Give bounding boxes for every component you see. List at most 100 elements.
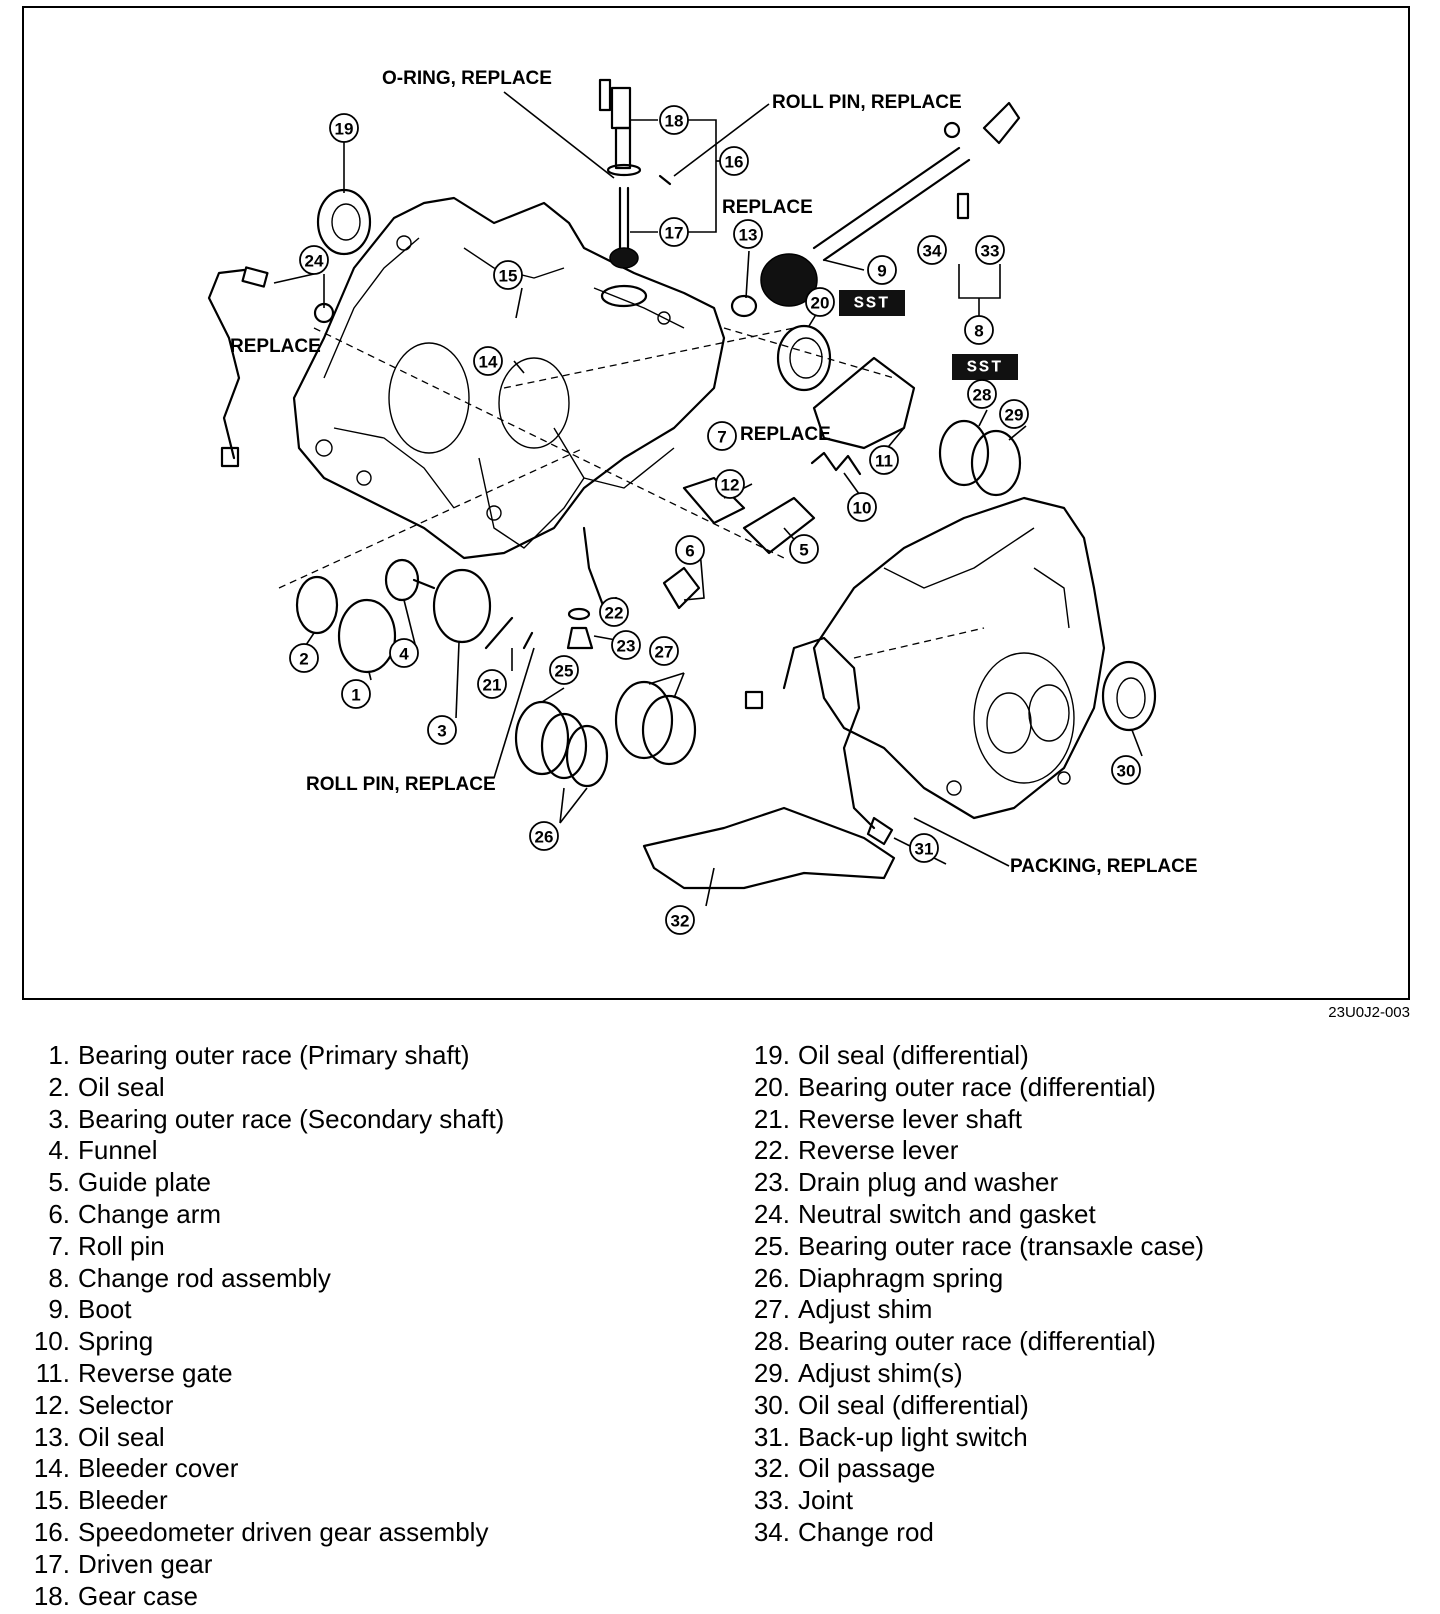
callout-23: 23 (611, 630, 641, 660)
callout-circle-10 (847, 492, 877, 522)
legend-item: 7.Roll pin (22, 1231, 504, 1263)
callout-number-33: 33 (981, 242, 1000, 261)
callout-number-9: 9 (877, 262, 886, 281)
callout-number-1: 1 (351, 686, 360, 705)
callout-circle-20 (805, 287, 835, 317)
callout-16: 16 (719, 146, 749, 176)
legend-item-number: 25. (753, 1230, 790, 1261)
callout-3: 3 (427, 715, 457, 745)
callout-number-34: 34 (923, 242, 942, 261)
label-replace-pin: REPLACE (740, 424, 831, 445)
callout-number-27: 27 (655, 643, 674, 662)
callout-8: 8 (964, 315, 994, 345)
parts-legend-right: 19.Oil seal (differential)20.Bearing out… (742, 1040, 1204, 1549)
legend-item-text: Reverse lever (798, 1135, 959, 1166)
callout-number-2: 2 (299, 650, 308, 669)
callout-29: 29 (999, 399, 1029, 429)
callout-number-31: 31 (915, 840, 934, 859)
callout-circle-19 (329, 113, 359, 143)
callout-22: 22 (599, 597, 629, 627)
legend-item-number: 23. (753, 1167, 790, 1198)
exploded-view-diagram: SST SST O-RING, REPLACE ROLL PIN, REPLAC… (207, 68, 1198, 935)
legend-item: 2.Oil seal (22, 1072, 504, 1104)
callout-19: 19 (329, 113, 359, 143)
legend-item-number: 14. (33, 1453, 70, 1484)
callout-circle-9 (867, 255, 897, 285)
legend-item: 25. Bearing outer race (transaxle case) (742, 1231, 1204, 1263)
callout-number-24: 24 (305, 252, 324, 271)
legend-item: 28.Bearing outer race (differential) (742, 1326, 1204, 1358)
callout-34: 34 (917, 235, 947, 265)
legend-item-number: 7. (48, 1230, 70, 1261)
legend-item: 17.Driven gear (22, 1549, 504, 1581)
callout-14: 14 (473, 346, 503, 376)
callout-circle-3 (427, 715, 457, 745)
callout-circle-11 (869, 445, 899, 475)
sst-label-1: SST (854, 295, 891, 314)
legend-item: 15. Bleeder (22, 1485, 504, 1517)
legend-item-number: 26. (753, 1262, 790, 1293)
callout-21: 21 (477, 669, 507, 699)
legend-item-text: Back-up light switch (798, 1421, 1028, 1452)
legend-item: 12.Selector (22, 1390, 504, 1422)
callout-number-22: 22 (605, 604, 624, 623)
legend-item: 16.Speedometer driven gear assembly (22, 1517, 504, 1549)
callout-circle-13 (733, 219, 763, 249)
change-rod-drawing (812, 101, 1021, 262)
callout-number-14: 14 (479, 353, 498, 372)
callout-13: 13 (733, 219, 763, 249)
speedometer-gear-drawing (598, 78, 672, 308)
legend-item-number: 1. (48, 1040, 70, 1070)
legend-item-text: Bearing outer race (transaxle case) (798, 1230, 1205, 1261)
callout-circle-5 (789, 534, 819, 564)
callout-26: 26 (529, 821, 559, 851)
callout-number-10: 10 (853, 499, 872, 518)
legend-item: 30.Oil seal (differential) (742, 1390, 1204, 1422)
callout-11: 11 (869, 445, 899, 475)
legend-item: 31. Back-up light switch (742, 1422, 1204, 1454)
callout-circle-1 (341, 679, 371, 709)
legend-item-text: Change rod (798, 1516, 934, 1547)
legend-item-number: 27. (753, 1294, 790, 1325)
legend-item: 6.Change arm (22, 1199, 504, 1231)
oil-seal-19-drawing (316, 188, 372, 256)
callout-20: 20 (805, 287, 835, 317)
callout-number-26: 26 (535, 828, 554, 847)
legend-item-number: 15. (33, 1485, 70, 1516)
legend-item-number: 31. (753, 1421, 790, 1452)
callout-circle-27 (649, 636, 679, 666)
callout-1: 1 (341, 679, 371, 709)
legend-item-number: 12. (33, 1389, 70, 1420)
callout-circle-4 (389, 638, 419, 668)
callout-circle-12 (715, 469, 745, 499)
legend-item-text: Bearing outer race (Secondary shaft) (78, 1103, 505, 1134)
legend-item-number: 5. (48, 1167, 70, 1198)
legend-item: 4.Funnel (22, 1135, 504, 1167)
callout-number-25: 25 (555, 662, 574, 681)
legend-item-text: Driven gear (78, 1548, 213, 1579)
legend-item: 11.Reverse gate (22, 1358, 504, 1390)
callout-circle-31 (909, 833, 939, 863)
legend-item-text: Neutral switch and gasket (798, 1198, 1096, 1229)
legend-item-number: 30. (753, 1389, 790, 1420)
legend-item-text: Boot (78, 1294, 132, 1325)
legend-item-text: Oil seal (78, 1071, 165, 1102)
callout-24: 24 (299, 245, 329, 275)
callout-33: 33 (975, 235, 1005, 265)
legend-item-text: Guide plate (78, 1167, 211, 1198)
label-roll-pin-bottom: ROLL PIN, REPLACE (306, 774, 496, 795)
callout-2: 2 (289, 643, 319, 673)
callout-27: 27 (649, 636, 679, 666)
legend-item-text: Oil passage (798, 1453, 936, 1484)
legend-item-text: Funnel (78, 1135, 158, 1166)
legend-item-text: Bearing outer race (differential) (798, 1326, 1156, 1357)
legend-item-number: 10. (33, 1326, 70, 1357)
legend-item: 27.Adjust shim (742, 1294, 1204, 1326)
callout-circle-26 (529, 821, 559, 851)
legend-item: 3.Bearing outer race (Secondary shaft) (22, 1104, 504, 1136)
legend-item: 10.Spring (22, 1326, 504, 1358)
callout-group: 1234567891011121314151617181920212223242… (289, 105, 1141, 935)
legend-item-text: Bleeder (78, 1485, 168, 1516)
callout-circle-8 (964, 315, 994, 345)
callout-circle-2 (289, 643, 319, 673)
